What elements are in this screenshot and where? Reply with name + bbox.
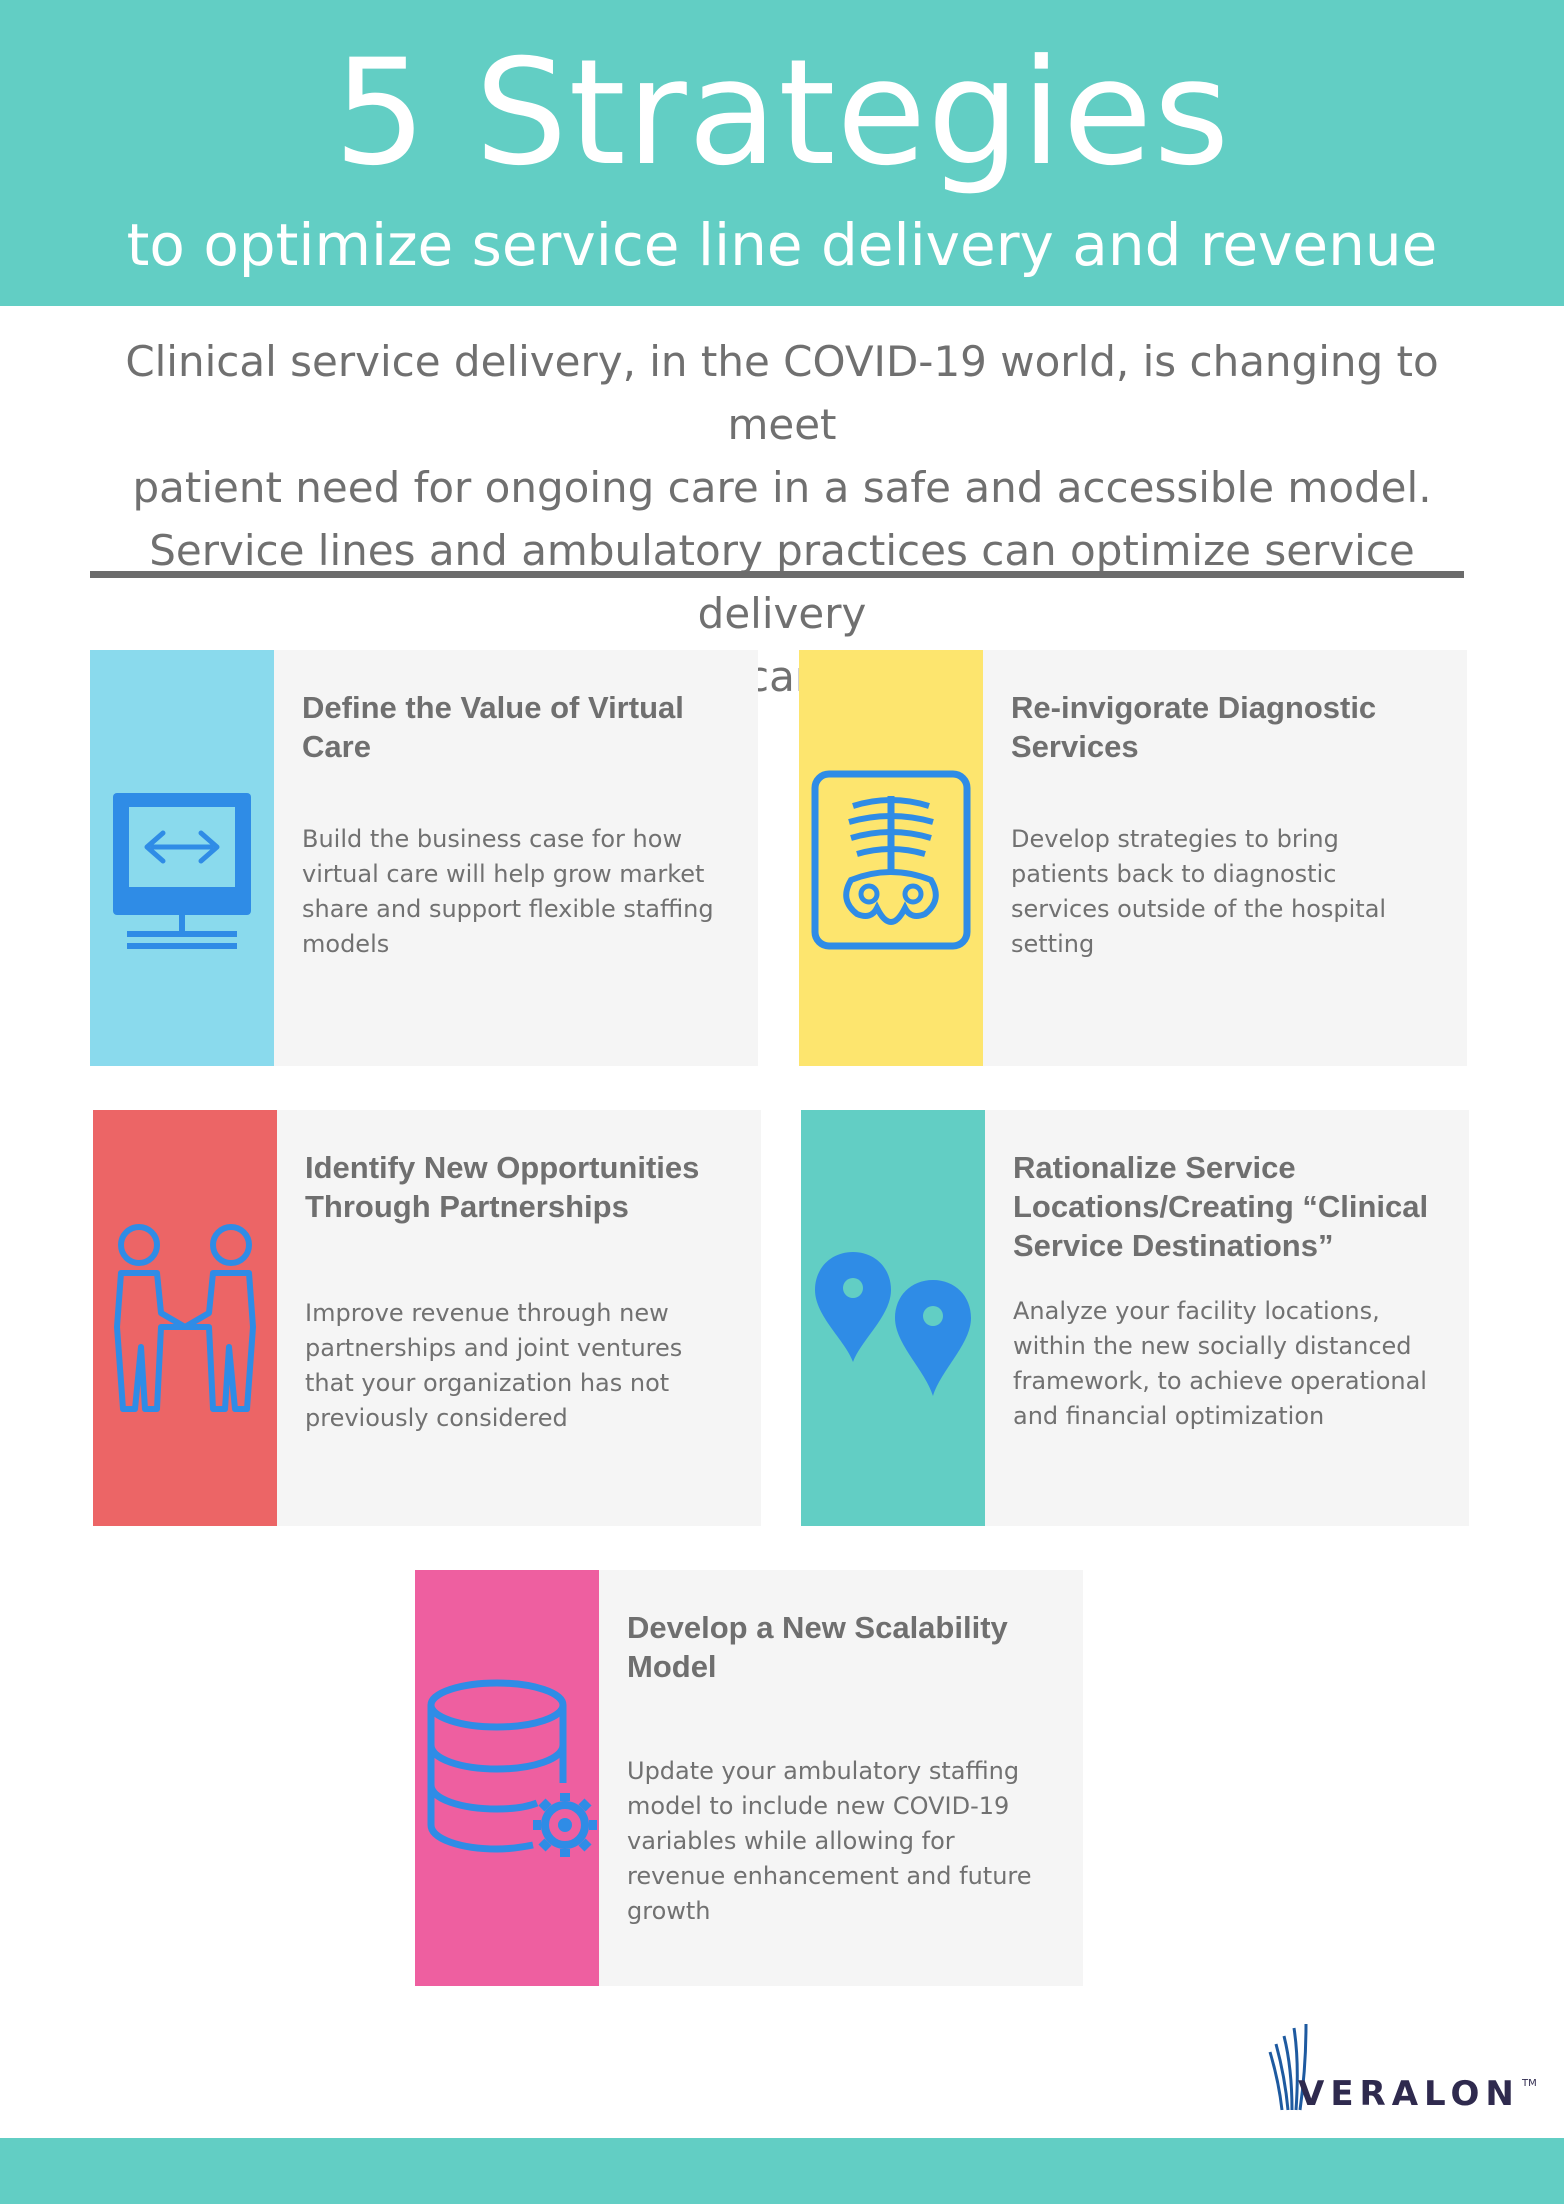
handshake-icon: [93, 1218, 277, 1418]
card-color-strip: [415, 1570, 599, 1986]
card-body: Update your ambulatory staffing model to…: [627, 1757, 1032, 1925]
card-title: Develop a New Scalability Model: [627, 1610, 1008, 1684]
footer-band: [0, 2138, 1564, 2204]
card-color-strip: [93, 1110, 277, 1526]
card-title: Define the Value of Virtual Care: [302, 690, 684, 764]
strategy-card-scalability: Develop a New Scalability Model Update y…: [415, 1570, 1083, 1986]
intro-line: Service lines and ambulatory practices c…: [149, 526, 1415, 638]
card-title: Rationalize Service Locations/Creating “…: [1013, 1150, 1429, 1263]
monitor-code-icon: [90, 770, 274, 970]
card-title: Re-invigorate Diagnostic Services: [1011, 690, 1377, 764]
header-banner: 5 Strategies to optimize service line de…: [0, 0, 1564, 306]
card-body: Analyze your facility locations, within …: [1013, 1297, 1427, 1430]
strategy-card-locations: Rationalize Service Locations/Creating “…: [801, 1110, 1469, 1526]
logo-text: VERALON: [1298, 2074, 1520, 2114]
intro-divider: [90, 571, 1464, 578]
logo-trademark: TM: [1522, 2078, 1537, 2089]
location-pins-icon: [801, 1240, 985, 1410]
strategy-card-partnerships: Identify New Opportunities Through Partn…: [93, 1110, 761, 1526]
intro-line: patient need for ongoing care in a safe …: [132, 463, 1432, 512]
card-body: Improve revenue through new partnerships…: [305, 1299, 683, 1432]
page-subtitle: to optimize service line delivery and re…: [126, 211, 1438, 279]
card-body: Build the business case for how virtual …: [302, 825, 714, 958]
database-gear-icon: [415, 1670, 599, 1870]
card-body: Develop strategies to bring patients bac…: [1011, 825, 1387, 958]
xray-icon: [799, 760, 983, 960]
veralon-logo: VERALON TM: [1262, 2022, 1542, 2116]
strategy-card-diagnostic: Re-invigorate Diagnostic Services Develo…: [799, 650, 1467, 1066]
strategy-card-virtual-care: Define the Value of Virtual Care Build t…: [90, 650, 758, 1066]
page-title: 5 Strategies: [333, 28, 1231, 198]
intro-line: Clinical service delivery, in the COVID-…: [125, 337, 1439, 449]
card-title: Identify New Opportunities Through Partn…: [305, 1150, 700, 1224]
veralon-logo-mark-icon: [1268, 2023, 1308, 2111]
